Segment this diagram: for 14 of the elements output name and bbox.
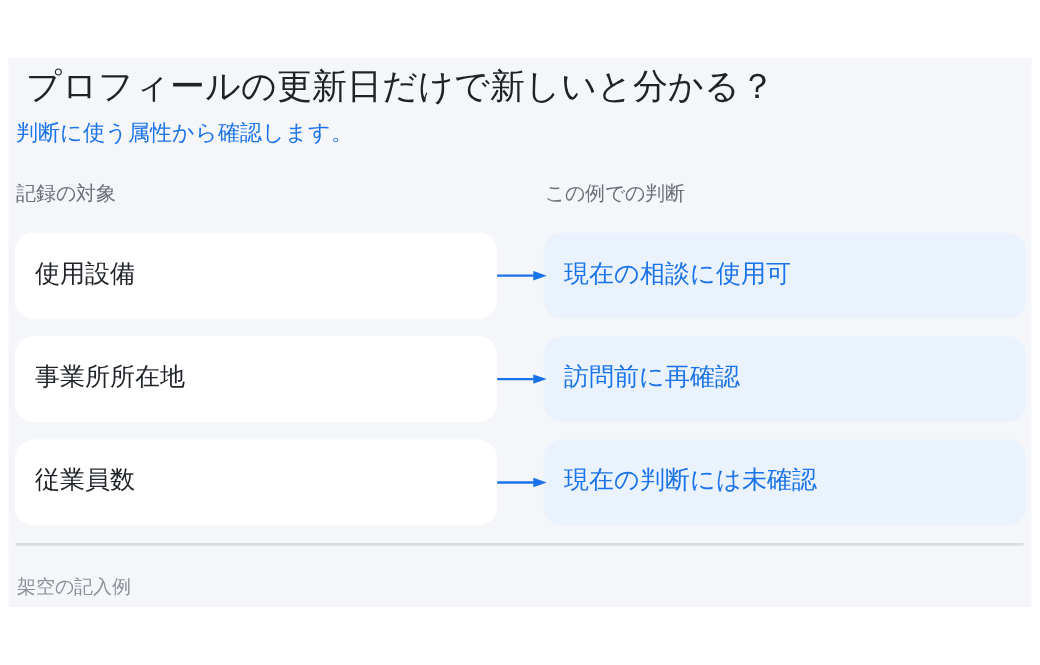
node-box: 訪問前に再確認: [543, 336, 1026, 423]
node-box: 使用設備: [15, 232, 498, 319]
label: この例での判断: [545, 180, 686, 205]
node-box: 現在の相談に使用可: [543, 232, 1026, 319]
arrow: [497, 271, 547, 281]
arrow: [497, 374, 547, 384]
caption: 架空の記入例: [17, 575, 132, 598]
label: 判断に使う属性から確認します。: [16, 119, 354, 145]
label: 記録の対象: [16, 180, 117, 205]
node-box: 従業員数: [15, 439, 498, 526]
node-box: 現在の判断には未確認: [543, 439, 1026, 526]
arrow: [497, 477, 547, 488]
diagram-title: プロフィールの更新日だけで新しいと分かる？: [26, 65, 776, 106]
node-box: 事業所所在地: [15, 336, 498, 423]
